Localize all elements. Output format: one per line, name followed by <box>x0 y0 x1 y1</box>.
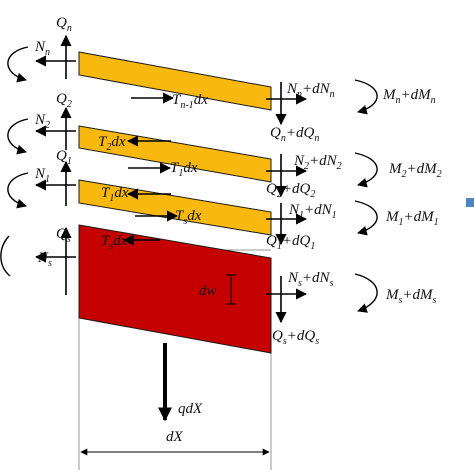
layer-2-left-moment-arrow <box>7 118 29 155</box>
layer-2-left-normal-label: N2 <box>34 112 50 131</box>
layer-1-right-moment-arrow <box>354 200 378 236</box>
layer-1-right-shear-label: Q1+dQ1 <box>266 233 315 252</box>
layer-1-left-moment-arrow <box>7 172 29 209</box>
layer-2-right-normal-label: N2+dN2 <box>293 153 342 172</box>
layer-n-right-normal-label: Nn+dNn <box>286 81 335 100</box>
layer-1-left-shear-label: Q1 <box>56 148 72 167</box>
deflection-label: dw <box>199 283 217 299</box>
layer-n-left-normal-label: Nn <box>34 39 50 58</box>
base-left-shear-label: Qs <box>56 226 71 245</box>
layer-1-left-normal-label: N1 <box>34 166 50 185</box>
layer-n-plate <box>78 51 272 111</box>
layer-n-interface-force-label: Tn-1dx <box>172 92 208 111</box>
layer-1-interface-top-label: T1dx <box>101 185 129 204</box>
layer-2-right-moment-label: M2+dM2 <box>388 161 442 180</box>
dimension-label: dX <box>166 429 184 445</box>
base-right-moment-label: Ms+dMs <box>385 287 437 306</box>
layer-1-interface-bottom-label: Tsdx <box>175 208 202 227</box>
layer-1-right-normal-label: N1+dN1 <box>288 202 337 221</box>
layer-2-right-shear-label: Q2+dQ2 <box>266 181 315 200</box>
load-label: qdX <box>178 401 203 417</box>
layer-n-left-moment-arrow <box>7 46 29 83</box>
layer-2-interface-top-label: T2dx <box>98 134 126 153</box>
layer-n-left-shear-label: Qn <box>56 15 72 34</box>
layer-2-right-moment-arrow <box>354 152 378 188</box>
base-left-normal-label: Ns <box>37 250 52 269</box>
layer-n-right-moment-label: Mn+dMn <box>382 87 436 106</box>
layer-2-left-shear-label: Q2 <box>56 91 72 110</box>
base-right-shear-label: Qs+dQs <box>272 328 319 347</box>
layer-n-right-moment-arrow <box>354 79 378 115</box>
base-right-normal-label: Ns+dNs <box>287 270 334 289</box>
layer-n-right-shear-label: Qn+dQn <box>270 125 319 144</box>
layer-1-right-moment-label: M1+dM1 <box>385 209 439 228</box>
base-plate <box>78 224 272 354</box>
edge-mark <box>466 198 474 207</box>
base-interface-top-label: Tsdx <box>101 233 128 252</box>
layer-2-interface-bottom-label: T1dx <box>170 160 198 179</box>
base-right-moment-arrow <box>354 273 378 313</box>
base-left-moment-arrow <box>0 235 11 277</box>
